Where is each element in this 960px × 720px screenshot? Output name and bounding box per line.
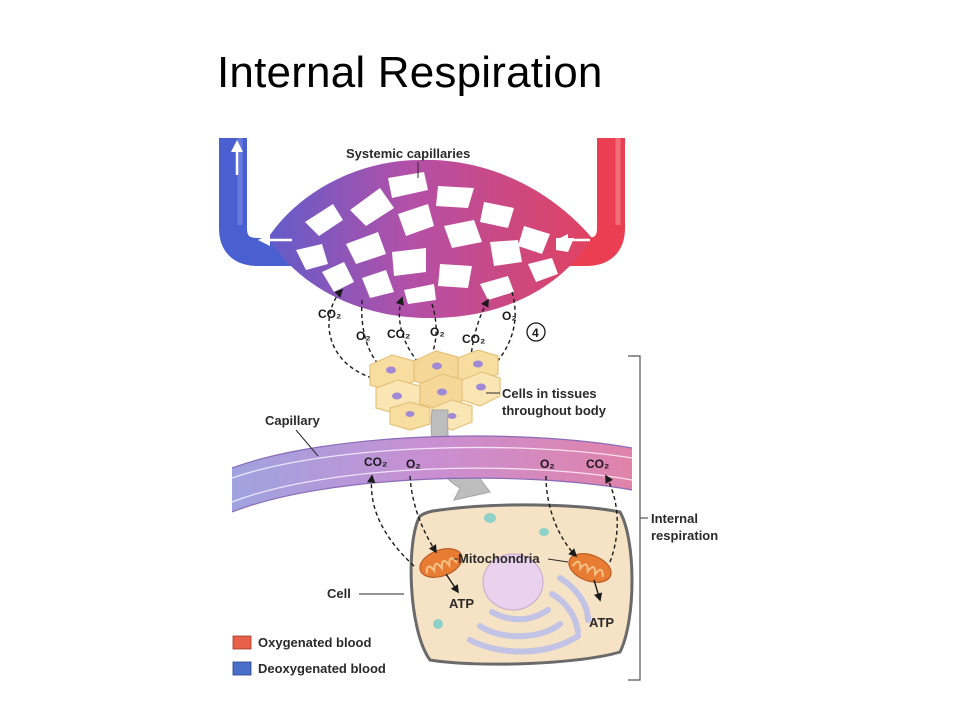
gas-co2-left: CO₂ <box>364 455 387 469</box>
legend-label-deoxygenated: Deoxygenated blood <box>258 661 386 676</box>
tissue-cells <box>369 349 501 431</box>
cell-gas-arrows <box>367 474 618 567</box>
arteriole <box>556 138 625 266</box>
legend-label-oxygenated: Oxygenated blood <box>258 635 371 650</box>
slide-title: Internal Respiration <box>217 48 603 97</box>
legend-swatch-deoxygenated <box>232 661 252 676</box>
gas-co2-2: CO₂ <box>387 327 410 341</box>
gas-o2-left: O₂ <box>406 457 421 471</box>
gas-co2-3: CO₂ <box>462 332 485 346</box>
mitochondrion-right <box>568 553 612 583</box>
body-cell <box>409 503 634 666</box>
atp-arrows <box>445 573 603 602</box>
step-number: 4 <box>532 326 539 340</box>
gas-o2-3: O₂ <box>502 309 517 323</box>
gas-o2-2: O₂ <box>430 325 445 339</box>
label-capillary: Capillary <box>265 413 321 428</box>
internal-respiration-bracket <box>628 355 648 681</box>
capillary-tube <box>231 435 633 513</box>
mitochondrion-left <box>419 548 463 578</box>
legend-swatch-oxygenated <box>232 635 252 650</box>
venule <box>219 138 300 266</box>
label-respiration: respiration <box>651 528 718 543</box>
label-mitochondria: Mitochondria <box>458 551 540 566</box>
vessel-network <box>219 138 625 318</box>
label-systemic-capillaries: Systemic capillaries <box>346 146 470 161</box>
gas-o2-1: O₂ <box>356 329 371 343</box>
label-cell: Cell <box>327 586 351 601</box>
gas-o2-right: O₂ <box>540 457 555 471</box>
label-cells-line1: Cells in tissues <box>502 386 597 401</box>
label-atp-left: ATP <box>449 596 474 611</box>
label-internal: Internal <box>651 511 698 526</box>
step-badge: 4 <box>526 322 546 342</box>
legend: Oxygenated blood Deoxygenated blood <box>232 635 386 676</box>
gas-co2-right: CO₂ <box>586 457 609 471</box>
gas-co2-1: CO₂ <box>318 307 341 321</box>
label-cells-line2: throughout body <box>502 403 607 418</box>
label-atp-right: ATP <box>589 615 614 630</box>
